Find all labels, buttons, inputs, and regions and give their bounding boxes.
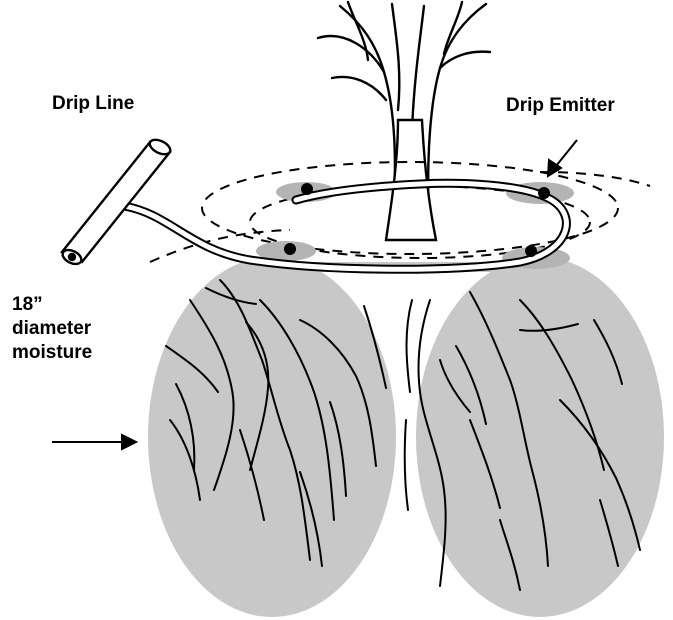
moisture-label: 18” diameter moisture [12, 293, 92, 365]
moisture-zone-left [148, 257, 396, 617]
moisture-label-line: 18” [12, 293, 92, 317]
moisture-label-line: diameter [12, 317, 92, 341]
drip-tubing [124, 183, 566, 269]
moisture-label-line: moisture [12, 341, 92, 365]
emitter-dot [284, 243, 296, 255]
drip-emitter-label: Drip Emitter [506, 94, 615, 118]
emitter-dot [538, 187, 550, 199]
drip-line-label: Drip Line [52, 92, 134, 116]
moisture-zone-right [416, 257, 664, 617]
drip-line-pipe [60, 137, 172, 267]
arrow-right-icon [122, 435, 136, 449]
emitter-dot [301, 183, 313, 195]
emitter-dot [525, 245, 537, 257]
